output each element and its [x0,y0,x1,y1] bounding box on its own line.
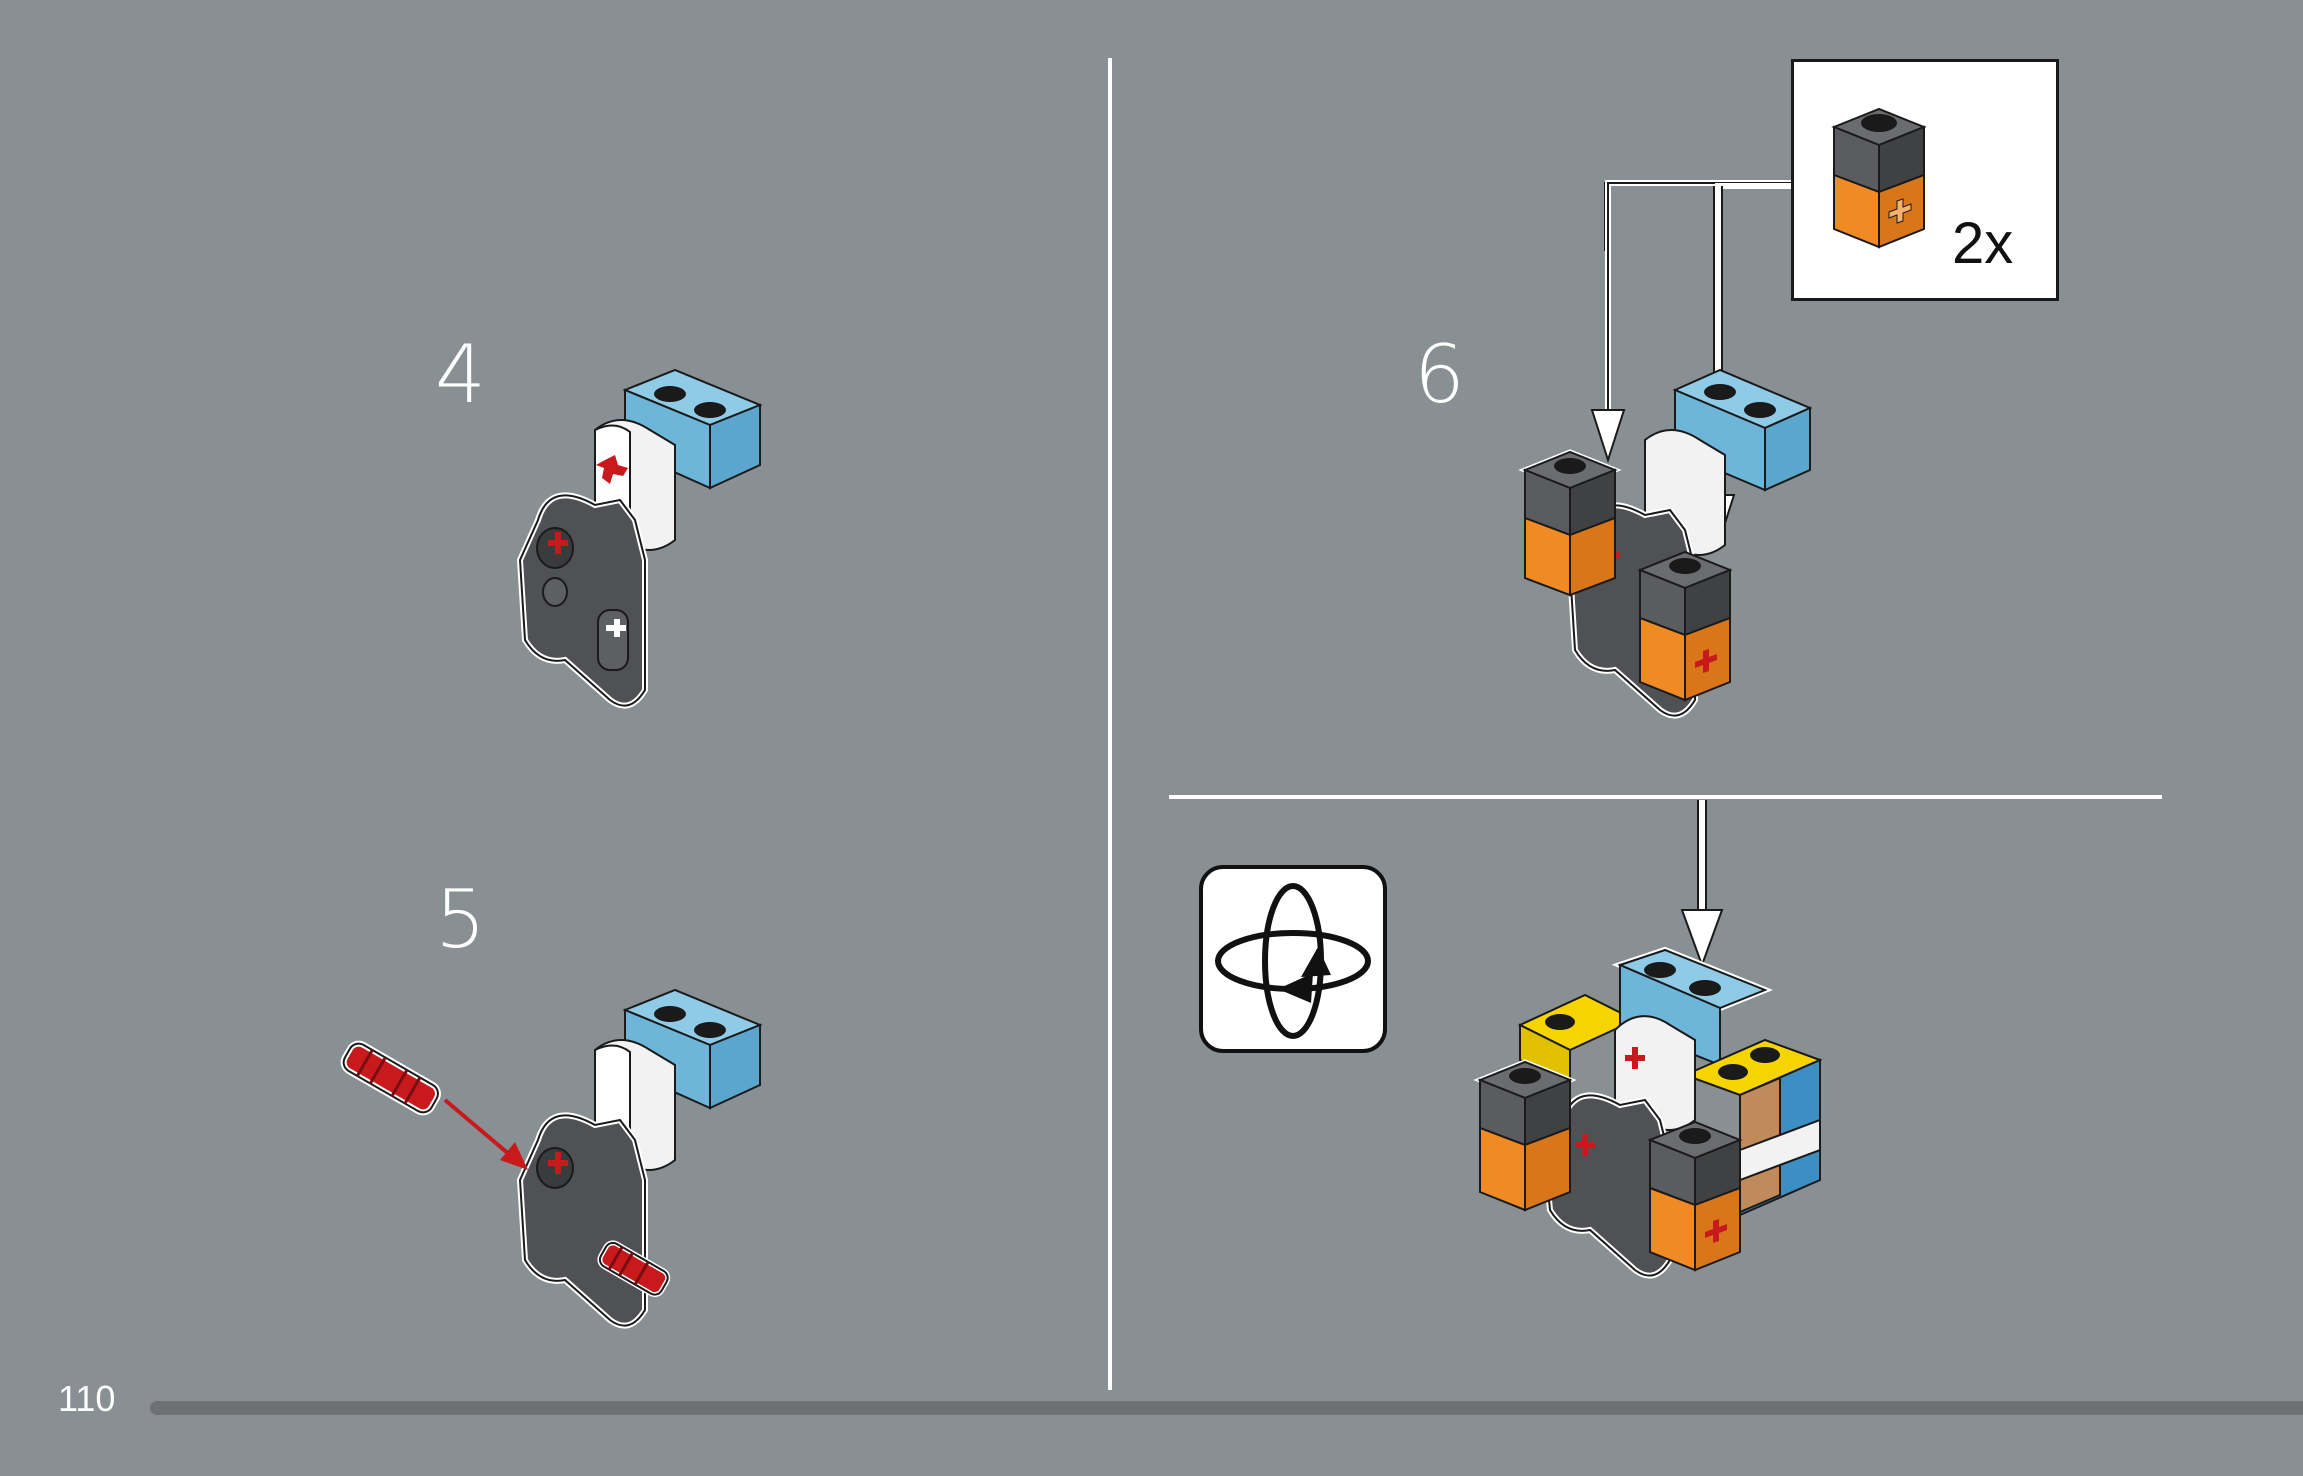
page-number: 110 [58,1378,115,1420]
page-progress-bar [150,1401,2303,1415]
